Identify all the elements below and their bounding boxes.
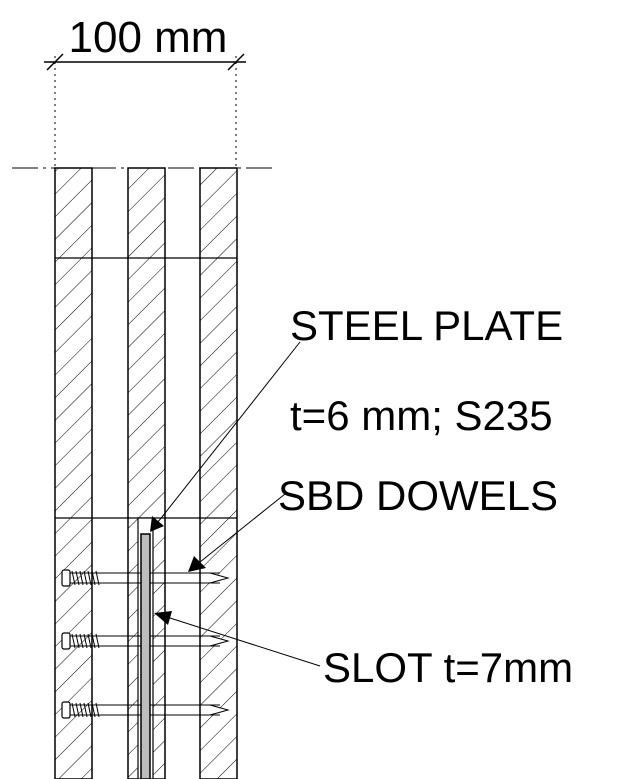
- dowel-tip: [209, 704, 230, 716]
- dowel-tip: [209, 635, 230, 647]
- dowel-thread: [71, 702, 100, 718]
- leader-lines: [150, 341, 321, 667]
- sbd-dowels-label: SBD DOWELS: [278, 472, 558, 519]
- dimension-group: 100 mm: [44, 13, 246, 168]
- steel-plate: [140, 533, 151, 779]
- timber-layer-right: [199, 167, 238, 779]
- leader-steel-plate: [157, 341, 301, 523]
- dowel-head: [61, 632, 71, 650]
- dowel-thread: [71, 633, 100, 649]
- leader-slot: [169, 617, 321, 667]
- leader-arrowhead-slot: [154, 611, 172, 625]
- slot-label: SLOT t=7mm: [323, 644, 573, 691]
- plate-spec-label: t=6 mm; S235: [290, 392, 553, 439]
- leader-sbd-dowels: [199, 493, 286, 563]
- steel-plate-label: STEEL PLATE: [290, 302, 563, 349]
- dowel-head: [61, 701, 71, 719]
- dowel-tip: [209, 572, 230, 584]
- timber-layer-left: [54, 167, 93, 779]
- leader-arrowhead-sbd-dowels: [188, 556, 206, 572]
- dowel-thread: [71, 570, 100, 586]
- dimension-label: 100 mm: [69, 13, 228, 62]
- leader-arrowhead-steel-plate: [150, 516, 164, 532]
- dowel-head: [61, 569, 71, 587]
